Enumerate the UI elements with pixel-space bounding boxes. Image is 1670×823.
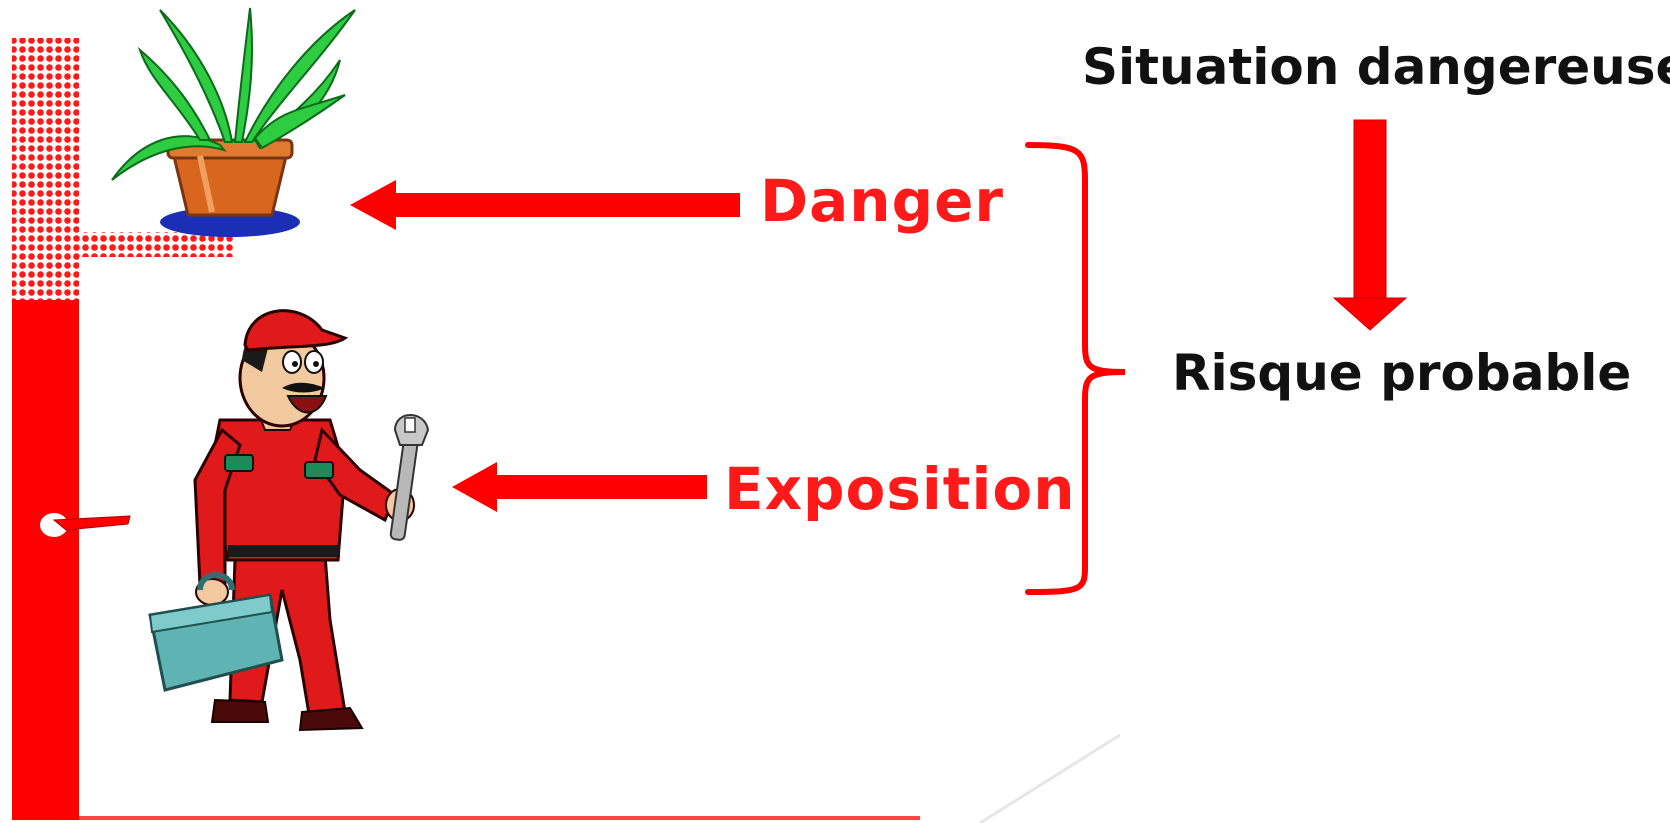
exposition-label: Exposition — [724, 455, 1076, 523]
wrench-icon — [389, 414, 430, 541]
door-handle-icon — [40, 513, 131, 537]
plant-leaves — [111, 7, 356, 181]
toolbox-icon — [148, 572, 284, 692]
worker-cap — [243, 309, 349, 352]
dotted-wall-upper — [12, 38, 79, 300]
down-arrow — [1332, 119, 1408, 331]
solid-wall-lower — [12, 300, 79, 820]
danger-arrow — [350, 180, 740, 230]
curly-brace — [1025, 142, 1126, 595]
worker-right-arm — [313, 426, 397, 523]
faint-diagonal — [979, 733, 1121, 823]
worker-shoes — [210, 698, 364, 732]
risque-label: Risque probable — [1172, 344, 1632, 402]
exposition-arrow — [452, 462, 707, 512]
potted-plant-icon — [111, 7, 356, 237]
situation-label: Situation dangereuse — [1082, 38, 1670, 96]
danger-label: Danger — [760, 167, 1005, 235]
